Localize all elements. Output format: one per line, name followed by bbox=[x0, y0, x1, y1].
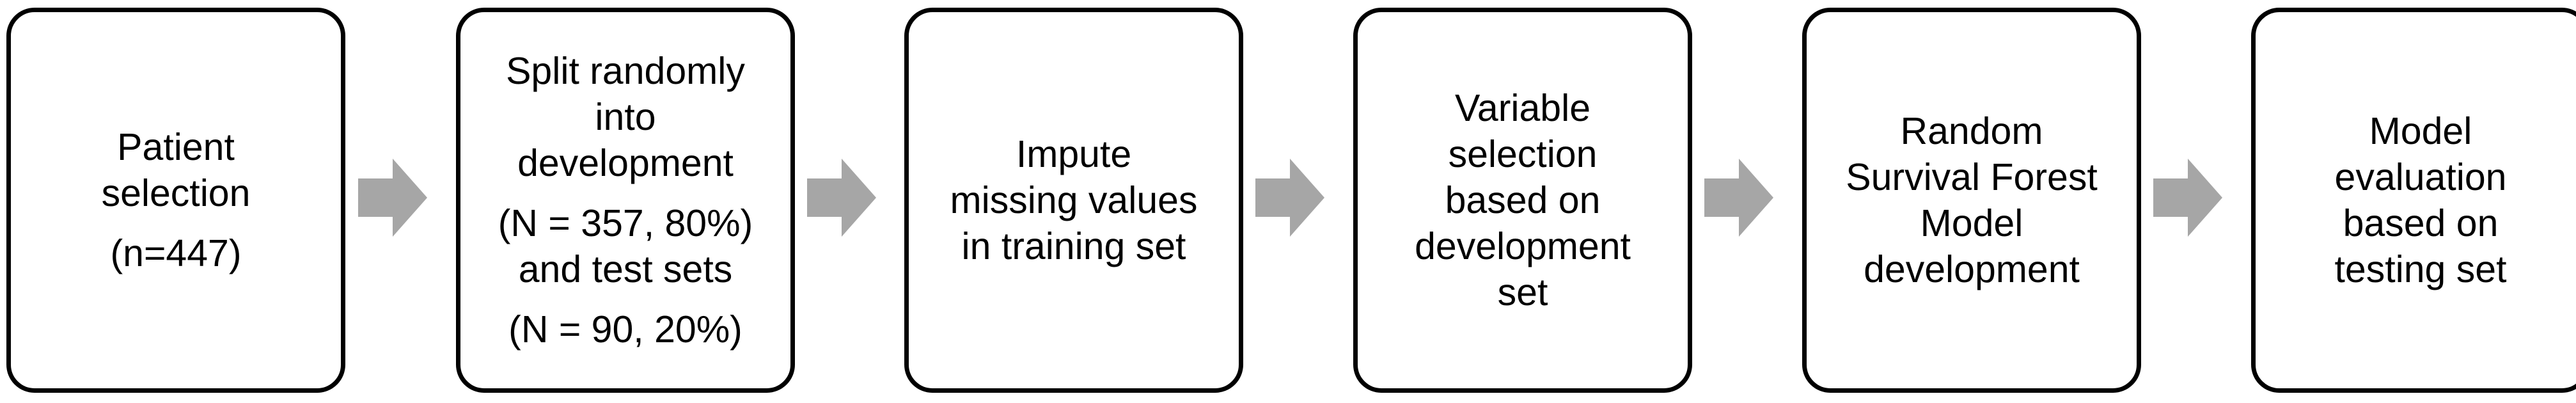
step-2-line-4: (N = 357, 80%) bbox=[498, 202, 753, 244]
step-variable-selection: Variable selection based on development … bbox=[1353, 8, 1692, 393]
step-3-line-2: missing values bbox=[950, 179, 1198, 221]
step-impute-missing: Impute missing values in training set bbox=[904, 8, 1243, 393]
step-2-line-3: development bbox=[517, 142, 734, 184]
step-4-line-2: selection bbox=[1448, 133, 1598, 175]
step-3-line-3: in training set bbox=[961, 225, 1186, 267]
step-5-line-4: development bbox=[1864, 248, 2080, 290]
step-4-line-4: development bbox=[1415, 225, 1631, 267]
step-6-line-1: Model bbox=[2369, 110, 2472, 152]
step-6-line-2: evaluation bbox=[2334, 156, 2507, 198]
step-4-line-1: Variable bbox=[1454, 87, 1591, 129]
arrow-2-icon bbox=[807, 159, 876, 237]
step-1-line-3: (n=447) bbox=[110, 232, 242, 274]
step-4-line-5: set bbox=[1497, 271, 1548, 313]
step-2-line-5: and test sets bbox=[518, 248, 733, 290]
step-5-line-3: Model bbox=[1920, 202, 2023, 244]
step-2-line-2: into bbox=[595, 96, 656, 138]
step-1-line-2: selection bbox=[101, 172, 251, 214]
step-1-line-1: Patient bbox=[117, 126, 235, 168]
arrow-1-icon bbox=[358, 159, 427, 237]
step-5-line-1: Random bbox=[1900, 110, 2043, 152]
step-split-sets: Split randomly into development (N = 357… bbox=[456, 8, 795, 393]
step-patient-selection: Patient selection (n=447) bbox=[6, 8, 345, 393]
step-2-line-6: (N = 90, 20%) bbox=[508, 308, 742, 351]
arrow-4-icon bbox=[1704, 159, 1773, 237]
arrow-5-icon bbox=[2153, 159, 2222, 237]
step-3-line-1: Impute bbox=[1016, 133, 1132, 175]
step-6-line-3: based on bbox=[2343, 202, 2499, 244]
arrow-3-icon bbox=[1255, 159, 1324, 237]
step-6-line-4: testing set bbox=[2334, 248, 2507, 290]
step-5-line-2: Survival Forest bbox=[1846, 156, 2098, 198]
step-rsf-development: Random Survival Forest Model development bbox=[1802, 8, 2141, 393]
step-2-line-1: Split randomly bbox=[506, 50, 745, 92]
step-4-line-3: based on bbox=[1445, 179, 1601, 221]
step-model-evaluation: Model evaluation based on testing set bbox=[2251, 8, 2576, 393]
